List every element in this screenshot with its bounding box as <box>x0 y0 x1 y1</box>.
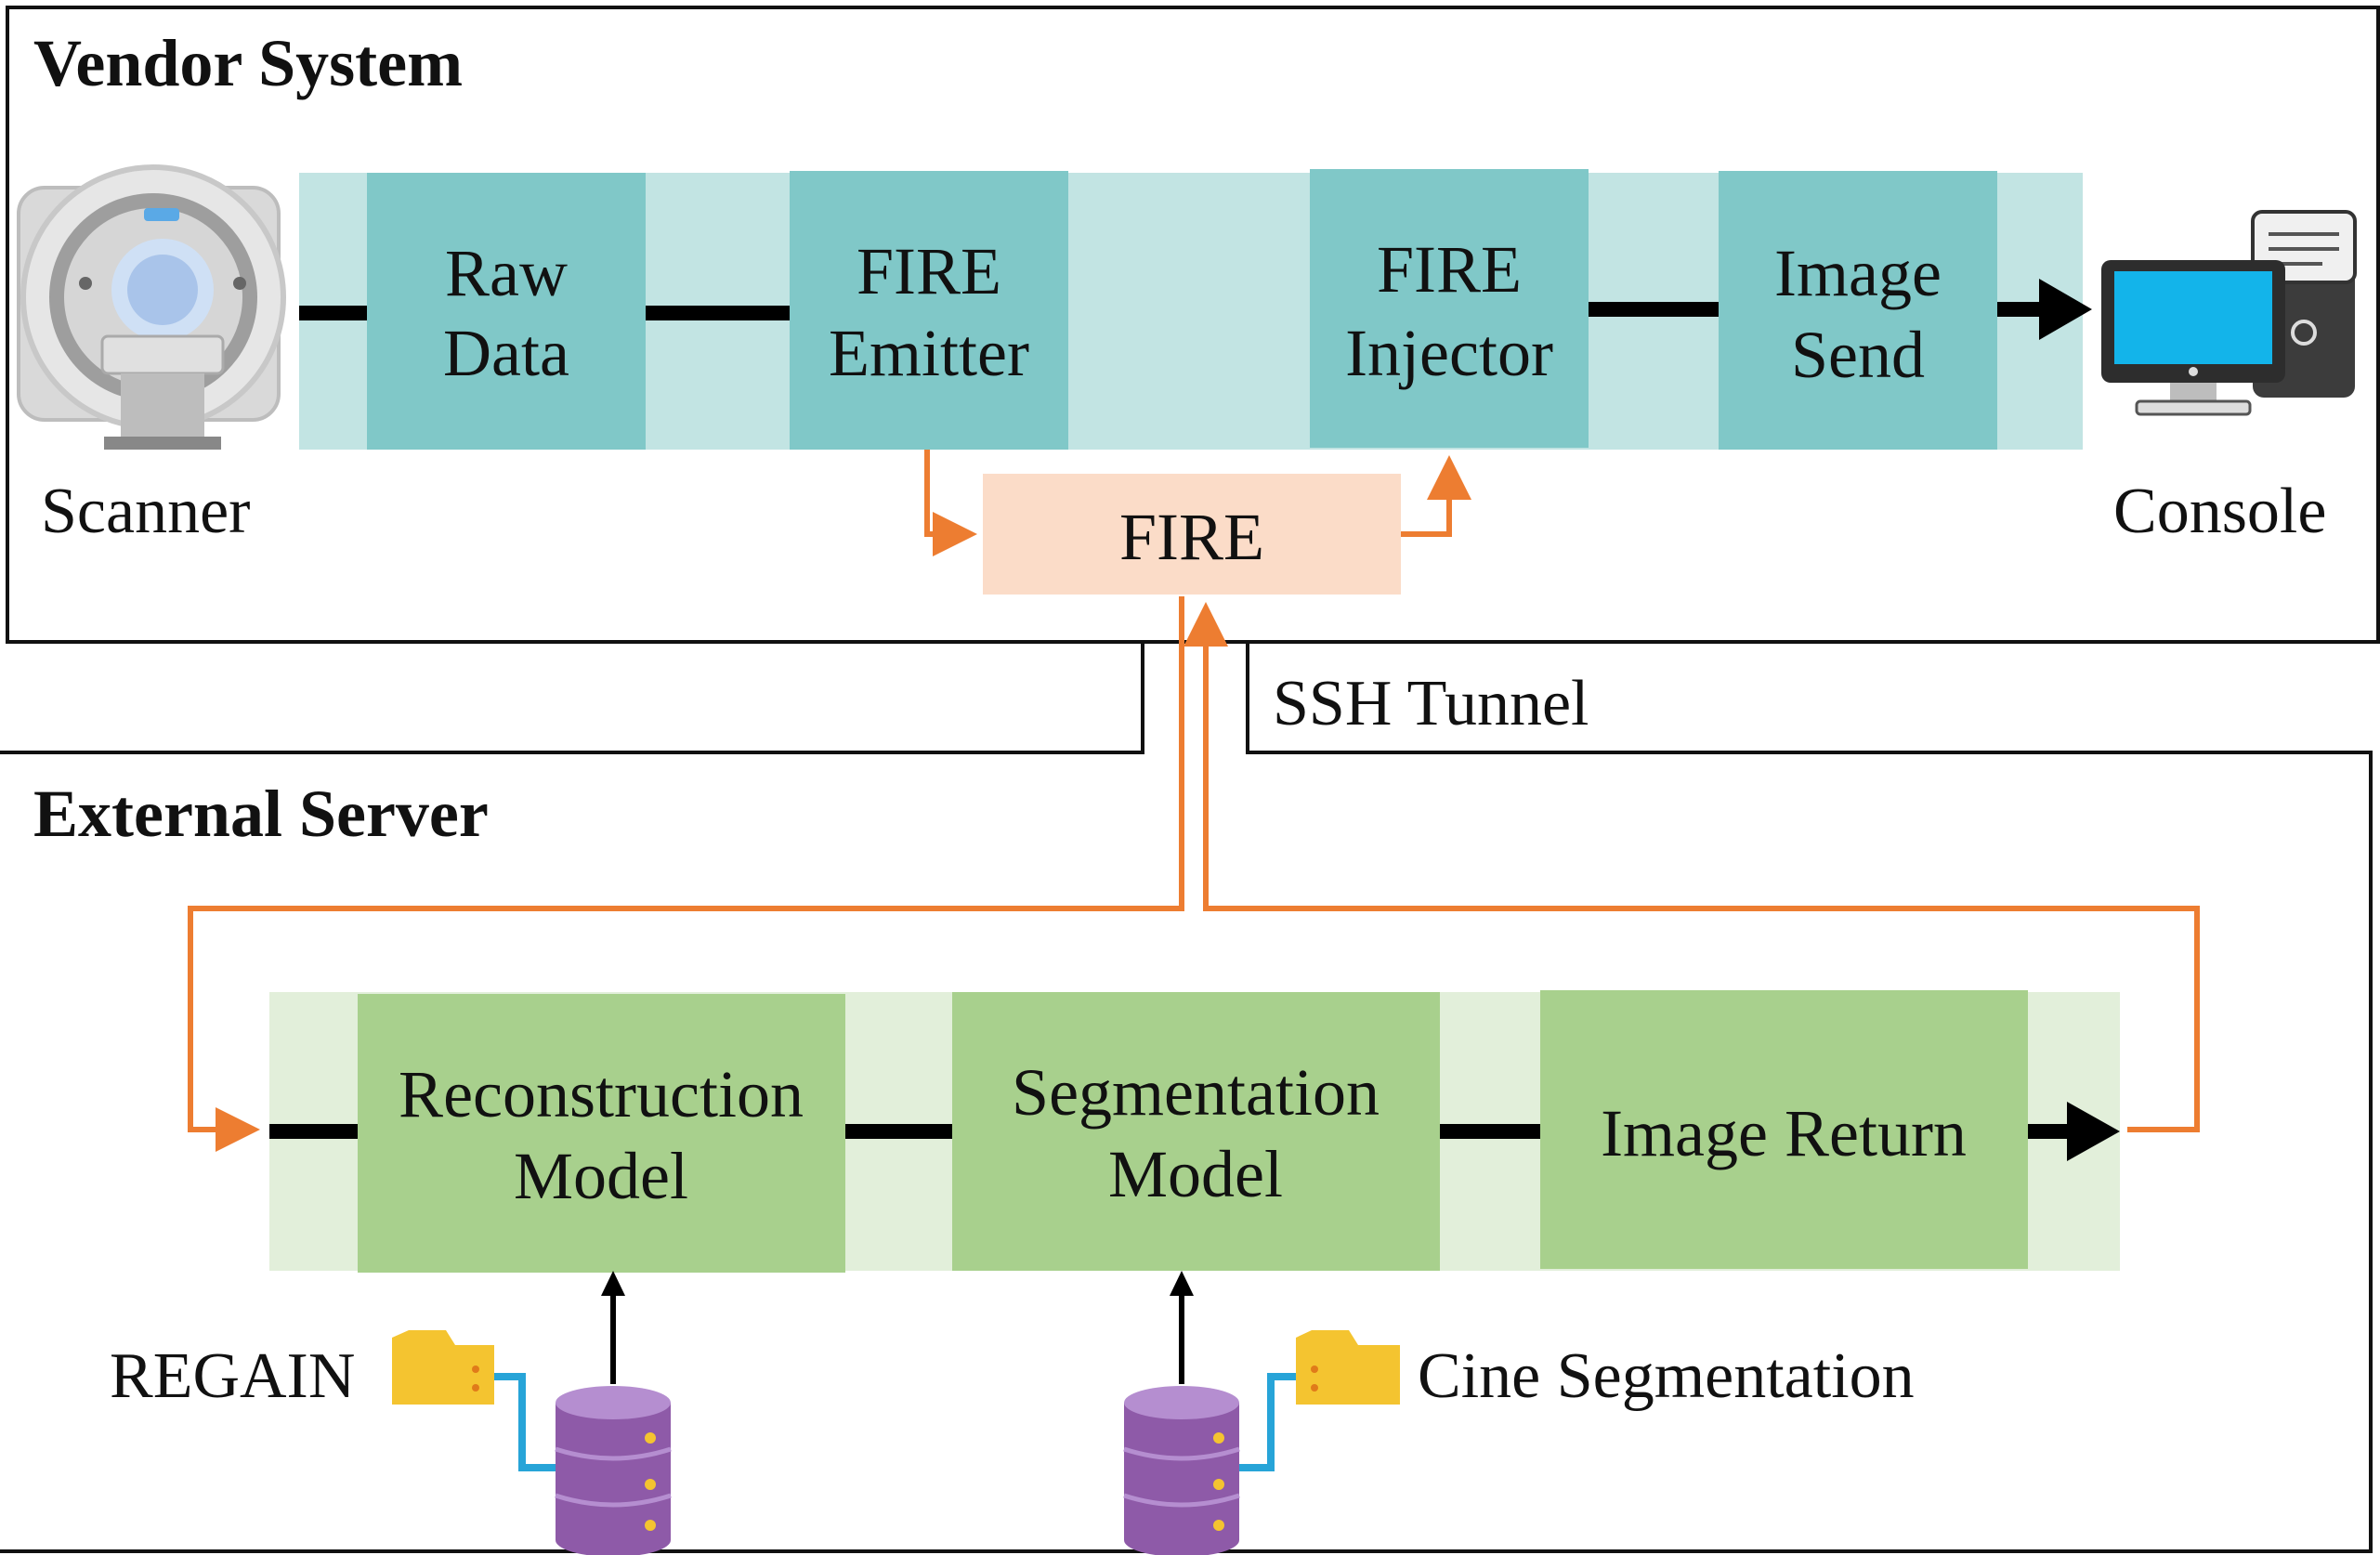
image-return-box <box>1540 990 2028 1269</box>
vendor-connectors <box>299 302 2044 320</box>
raw-data-box <box>367 173 646 450</box>
reconstruction-model-label-2: Model <box>514 1139 688 1213</box>
fire-injector-label-1: FIRE <box>1377 232 1522 307</box>
segmentation-model-box <box>952 992 1440 1271</box>
reconstruction-model-box <box>358 994 845 1273</box>
fire-box <box>983 474 1401 595</box>
console-icon <box>2101 210 2357 416</box>
regain-link-line <box>494 1373 556 1471</box>
cine-segmentation-label: Cine Segmentation <box>1418 1340 1915 1412</box>
fire-box-label: FIRE <box>1119 500 1264 574</box>
fire-emitter-box <box>790 171 1068 450</box>
scanner-icon <box>17 164 286 450</box>
tunnel-orange-arrows <box>188 596 2200 1152</box>
fire-injector-label-2: Injector <box>1345 316 1553 390</box>
fire-emitter-label-2: Emitter <box>829 316 1029 390</box>
segmentation-up-arrowhead <box>1170 1271 1194 1296</box>
image-send-label-2: Send <box>1791 318 1925 392</box>
cine-folder-icon <box>1296 1330 1400 1405</box>
segmentation-model-label-2: Model <box>1108 1137 1283 1211</box>
image-return-label: Image Return <box>1601 1096 1967 1170</box>
reconstruction-model-label-1: Reconstruction <box>399 1057 804 1131</box>
scanner-label: Scanner <box>41 476 250 547</box>
image-send-label-1: Image <box>1774 236 1942 310</box>
database-up-arrows <box>610 1291 1184 1384</box>
raw-data-label-2: Data <box>443 316 569 390</box>
reconstruction-up-arrowhead <box>601 1271 625 1296</box>
fire-orange-arrows <box>924 450 1471 556</box>
external-server-title: External Server <box>33 777 489 851</box>
image-send-box <box>1719 171 1997 450</box>
fire-injector-box <box>1310 169 1589 448</box>
fire-emitter-label-1: FIRE <box>857 234 1001 308</box>
raw-data-label-1: Raw <box>445 236 568 310</box>
regain-database-icon <box>555 1386 672 1555</box>
image-return-arrowhead <box>2067 1102 2120 1161</box>
cine-link-line <box>1239 1373 1296 1471</box>
ssh-tunnel-label: SSH Tunnel <box>1273 668 1589 739</box>
regain-label: REGAIN <box>110 1340 355 1412</box>
segmentation-model-label-1: Segmentation <box>1012 1055 1380 1130</box>
cine-database-icon <box>1123 1386 1240 1555</box>
console-label: Console <box>2113 476 2326 547</box>
console-arrowhead <box>2039 279 2092 340</box>
ssh-tunnel-outline <box>0 642 2373 1553</box>
vendor-system-title: Vendor System <box>33 26 463 100</box>
regain-folder-icon <box>392 1330 494 1405</box>
